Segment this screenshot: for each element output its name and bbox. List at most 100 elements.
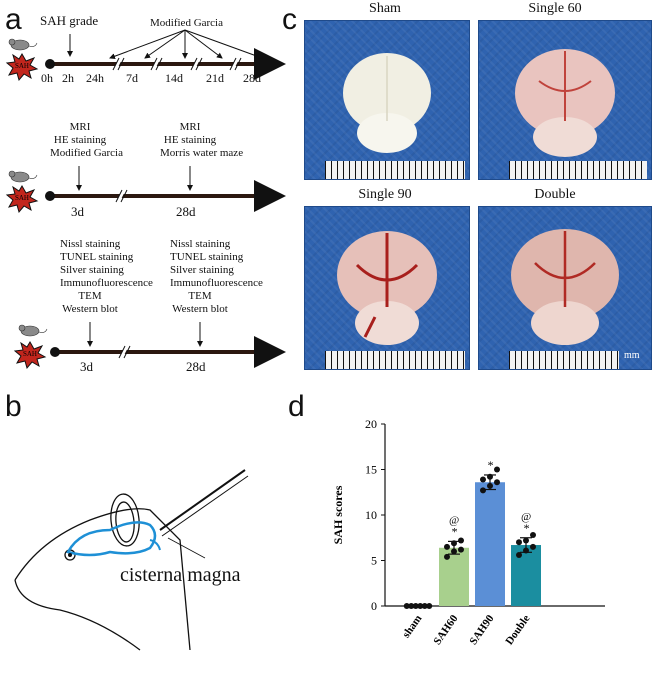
data-point <box>444 553 450 560</box>
assay-label: Immunofluorescence <box>170 277 263 289</box>
scale-bar-label: mm <box>624 350 640 361</box>
data-point <box>458 537 464 544</box>
bar <box>511 545 541 606</box>
panel-letter-c: c <box>282 3 297 36</box>
assay-label: Immunofluorescence <box>60 277 153 289</box>
tick-label: 24h <box>86 71 104 85</box>
sah-badge-label: SAH <box>14 194 29 202</box>
assay-label: Nissl staining <box>60 238 121 250</box>
assay-label: TEM <box>78 290 102 302</box>
rat-icon <box>8 170 38 183</box>
brain-photo-single60 <box>478 20 652 180</box>
sah-badge-icon <box>5 185 39 214</box>
data-point <box>523 547 529 554</box>
data-point <box>403 603 410 609</box>
data-point <box>480 476 486 483</box>
panel-letter-b: b <box>5 390 22 423</box>
tick-label: 7d <box>126 71 138 85</box>
assay-label: HE staining <box>53 134 107 146</box>
bar <box>475 482 505 606</box>
assay-label: Silver staining <box>60 264 124 276</box>
data-point <box>421 603 428 609</box>
assay-label: Nissl staining <box>170 238 231 250</box>
tick-label: 3d <box>71 204 84 219</box>
rat-icon <box>18 324 48 337</box>
panel-letter-d: d <box>288 390 305 423</box>
timeline2-left-block: MRI HE staining Modified Garcia <box>50 121 123 160</box>
x-tick-label: SAH60 <box>431 612 460 647</box>
data-point <box>451 540 457 547</box>
timeline-1 <box>45 29 286 80</box>
photo-title-single60: Single 60 <box>528 1 582 16</box>
tick-label: 3d <box>80 359 93 374</box>
y-tick-label: 20 <box>365 417 377 431</box>
timeline3-right-block: Nissl staining TUNEL staining Silver sta… <box>170 238 263 316</box>
assay-label: Silver staining <box>170 264 234 276</box>
data-point <box>516 552 522 559</box>
significance-label: * <box>487 458 493 472</box>
data-point <box>444 543 450 550</box>
sah-badge-label: SAH <box>22 350 37 358</box>
y-tick-label: 15 <box>365 463 377 477</box>
sah-badge-icon <box>13 341 47 370</box>
data-point <box>523 537 529 544</box>
data-point <box>451 548 457 555</box>
assay-label: Western blot <box>172 303 228 315</box>
significance-label: * <box>451 524 457 538</box>
brain-photo-double: mm <box>478 206 652 370</box>
data-point <box>530 543 536 550</box>
data-point <box>487 473 493 480</box>
timeline3-left-block: Nissl staining TUNEL staining Silver sta… <box>60 238 153 316</box>
timeline2-right-block: MRI HE staining Morris water maze <box>160 121 244 160</box>
timeline-2 <box>45 166 286 212</box>
data-point <box>494 466 500 473</box>
sah-badge-label: SAH <box>14 62 29 70</box>
significance-label: @ <box>521 511 531 523</box>
timeline-3 <box>50 322 286 368</box>
tick-label: 28d <box>186 359 206 374</box>
rat-icon <box>8 38 38 51</box>
data-point <box>530 532 536 539</box>
photo-title-double: Double <box>534 187 576 202</box>
panel-letter-a: a <box>5 3 22 36</box>
timeline-diagram <box>5 29 286 370</box>
assay-label: MRI <box>179 121 201 133</box>
cisterna-magna-label: cisterna magna <box>120 564 241 586</box>
data-point <box>412 603 419 609</box>
y-tick-label: 0 <box>371 599 377 613</box>
x-tick-label: Double <box>503 613 532 648</box>
assay-label: Western blot <box>62 303 118 315</box>
data-point <box>408 603 415 609</box>
bar <box>439 547 469 606</box>
injection-diagram <box>14 469 249 651</box>
modified-garcia-label: Modified Garcia <box>150 17 223 29</box>
photo-title-sham: Sham <box>369 1 401 16</box>
significance-label: @ <box>449 514 459 526</box>
assay-label: Modified Garcia <box>50 147 123 159</box>
data-point <box>480 487 486 494</box>
y-tick-label: 5 <box>371 554 377 568</box>
y-tick-label: 10 <box>365 508 377 522</box>
data-point <box>458 546 464 553</box>
sah-grade-label: SAH grade <box>40 13 99 28</box>
tick-label: 28d <box>243 71 261 85</box>
tick-label: 28d <box>176 204 196 219</box>
assay-label: Morris water maze <box>160 147 244 159</box>
assay-label: HE staining <box>163 134 217 146</box>
assay-label: TEM <box>188 290 212 302</box>
x-tick-label: SAH90 <box>467 612 496 647</box>
assay-label: MRI <box>69 121 91 133</box>
data-point <box>516 539 522 546</box>
assay-label: TUNEL staining <box>170 251 244 263</box>
tick-label: 21d <box>206 71 224 85</box>
brain-photo-single90 <box>304 206 470 370</box>
y-axis-label: SAH scores <box>331 485 345 544</box>
significance-label: * <box>523 521 529 535</box>
data-point <box>487 482 493 489</box>
data-point <box>426 603 433 609</box>
photo-title-single90: Single 90 <box>358 187 412 202</box>
sah-badge-icon <box>5 53 39 82</box>
tick-label: 0h <box>41 71 53 85</box>
tick-label: 2h <box>62 71 74 85</box>
